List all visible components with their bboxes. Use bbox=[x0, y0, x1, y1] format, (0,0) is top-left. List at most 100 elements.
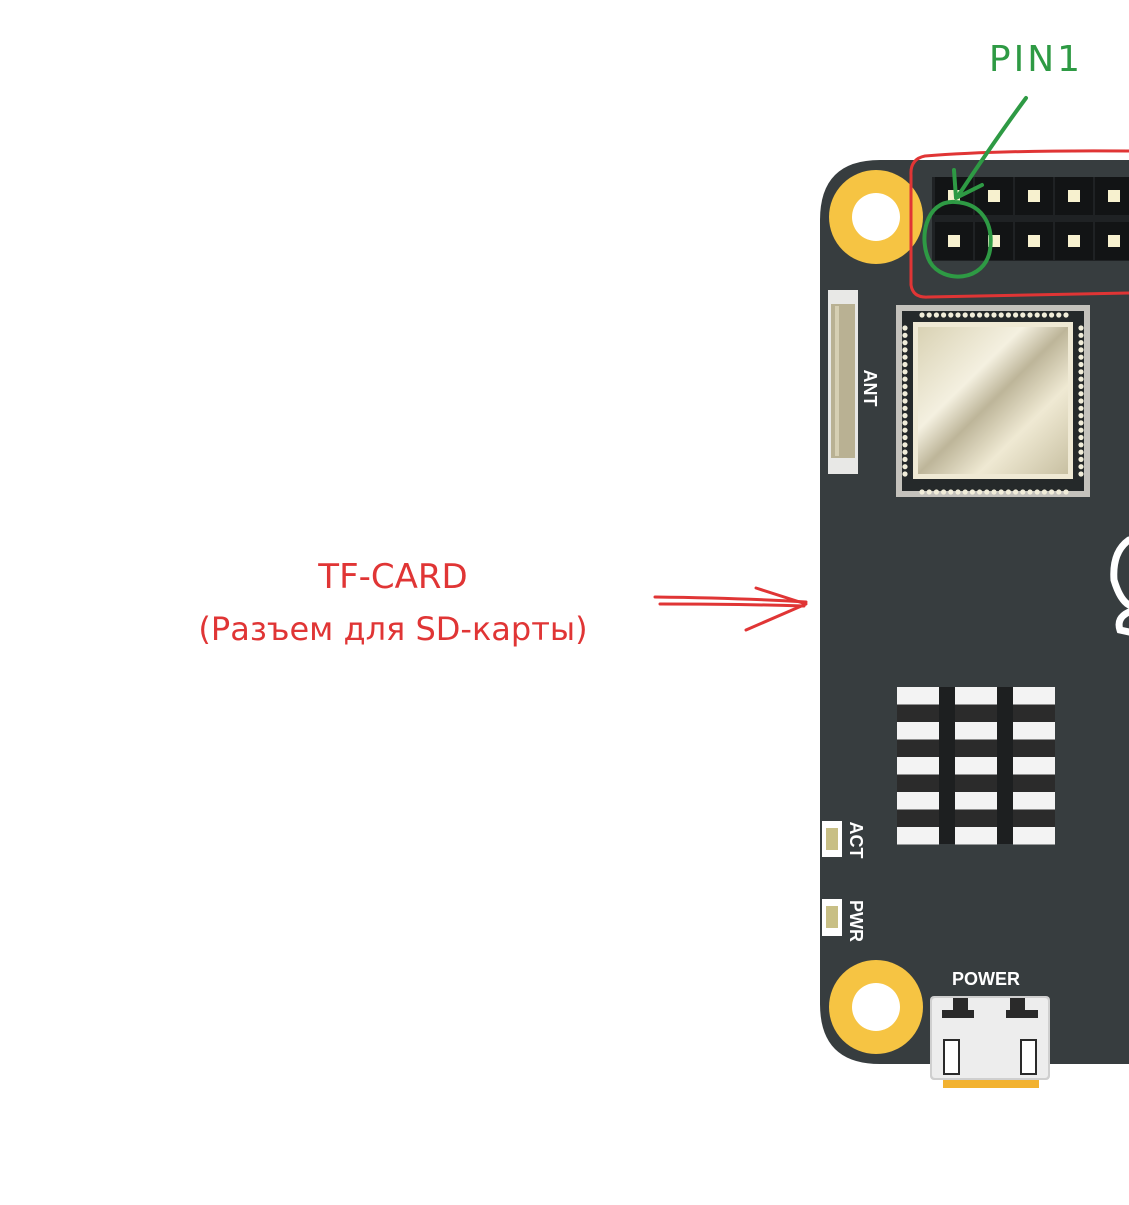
antenna-connector bbox=[828, 290, 858, 474]
chip-pad bbox=[962, 489, 968, 495]
power-port-label: POWER bbox=[952, 969, 1020, 989]
component-segment bbox=[1013, 774, 1055, 792]
chip-pad bbox=[1063, 312, 1069, 318]
chip-pad bbox=[1078, 398, 1084, 404]
chip-pad bbox=[1078, 413, 1084, 419]
chip-pad bbox=[933, 489, 940, 495]
component-segment bbox=[1013, 809, 1055, 827]
chip-pad bbox=[1078, 405, 1084, 411]
chip-pad bbox=[1078, 442, 1084, 448]
chip-pad bbox=[1078, 391, 1084, 397]
component-segment bbox=[955, 757, 997, 775]
component-segment bbox=[955, 809, 997, 827]
component-segment bbox=[1013, 722, 1055, 740]
chip-pad bbox=[902, 340, 908, 346]
header-pin bbox=[948, 235, 960, 247]
header-pin bbox=[1108, 235, 1120, 247]
chip-pad bbox=[902, 347, 908, 353]
chip-pad bbox=[1041, 312, 1047, 318]
pwr-led-label: PWR bbox=[846, 900, 866, 942]
header-pin bbox=[1068, 235, 1080, 247]
component-segment bbox=[897, 757, 939, 775]
chip-pad bbox=[991, 489, 997, 495]
chip-pad bbox=[1078, 354, 1084, 360]
chip-pad bbox=[1020, 489, 1026, 495]
chip-pad bbox=[969, 312, 976, 318]
act-led-label: ACT bbox=[846, 822, 866, 859]
chip-pad bbox=[1078, 340, 1084, 346]
chip-pads bbox=[902, 312, 1084, 495]
chip-pad bbox=[948, 312, 954, 318]
pin1-marker bbox=[922, 96, 1028, 279]
chip-pad bbox=[1013, 489, 1019, 495]
pin1-arrow-head bbox=[952, 168, 984, 200]
chip-pad bbox=[955, 489, 961, 495]
chip-pad bbox=[1056, 489, 1062, 495]
chip-pad bbox=[1034, 489, 1040, 495]
component-segment bbox=[897, 809, 939, 827]
component-segment bbox=[955, 687, 997, 705]
component-segment bbox=[1013, 757, 1055, 775]
chip-pad bbox=[902, 449, 908, 455]
memory-component-grid bbox=[897, 687, 1055, 845]
component-segment bbox=[897, 722, 939, 740]
chip-pad bbox=[1063, 489, 1069, 495]
chip-pad bbox=[1013, 312, 1019, 318]
chip-pad bbox=[1027, 489, 1033, 495]
chip-pad bbox=[902, 354, 908, 360]
component-segment bbox=[1013, 687, 1055, 705]
chip-pad bbox=[1078, 347, 1084, 353]
chip-pad bbox=[926, 312, 932, 318]
component-segment bbox=[955, 792, 997, 810]
chip-pad bbox=[1049, 312, 1055, 318]
chip-pad bbox=[969, 489, 976, 495]
chip-pad bbox=[919, 489, 925, 495]
chip-pad bbox=[902, 369, 908, 375]
chip-pad bbox=[902, 471, 908, 477]
component-segment bbox=[897, 827, 939, 845]
component-segment bbox=[955, 774, 997, 792]
mounting-hole-bottom bbox=[829, 960, 923, 1054]
chip-pad bbox=[955, 312, 961, 318]
component-segment bbox=[897, 774, 939, 792]
chip-pad bbox=[991, 312, 997, 318]
chip-pad bbox=[902, 325, 908, 331]
chip-pad bbox=[998, 489, 1004, 495]
chip-pad bbox=[902, 383, 908, 389]
pin1-label: PIN1 bbox=[989, 39, 1083, 80]
chip-pad bbox=[1078, 427, 1084, 433]
chip-pad bbox=[902, 456, 908, 462]
chip-pad bbox=[1078, 376, 1084, 382]
chip-pad bbox=[1078, 456, 1084, 462]
antenna-label: ANT bbox=[860, 370, 880, 407]
chip-pad bbox=[1027, 312, 1033, 318]
chip-pad bbox=[919, 312, 925, 318]
board-logo-fragment bbox=[1110, 536, 1129, 636]
header-pin bbox=[988, 190, 1000, 202]
tfcard-label-line2: (Разъем для SD-карты) bbox=[198, 610, 587, 648]
power-port bbox=[930, 996, 1050, 1088]
act-led bbox=[822, 821, 842, 857]
component-segment bbox=[955, 827, 997, 845]
component-segment bbox=[1013, 827, 1055, 845]
chip-pad bbox=[941, 489, 947, 495]
chip-pad bbox=[1005, 489, 1012, 495]
chip-pad bbox=[926, 489, 932, 495]
component-segment bbox=[897, 687, 939, 705]
chip-pad bbox=[1005, 312, 1012, 318]
chip-pad bbox=[1078, 434, 1084, 441]
pin1-circle bbox=[922, 199, 993, 279]
chip-pad bbox=[902, 464, 908, 470]
tfcard-arrow bbox=[653, 586, 808, 632]
chip-pad bbox=[1078, 383, 1084, 389]
header-pin bbox=[1028, 190, 1040, 202]
chip-pad bbox=[1078, 420, 1084, 426]
chip-pad bbox=[1041, 489, 1047, 495]
pin1-arrow bbox=[956, 96, 1028, 198]
component-gap bbox=[939, 687, 955, 844]
chip-pad bbox=[948, 489, 954, 495]
header-highlight-box bbox=[909, 149, 1129, 299]
component-segment bbox=[897, 739, 939, 757]
component-segment bbox=[897, 792, 939, 810]
tfcard-label-line1: TF-CARD bbox=[317, 557, 467, 597]
